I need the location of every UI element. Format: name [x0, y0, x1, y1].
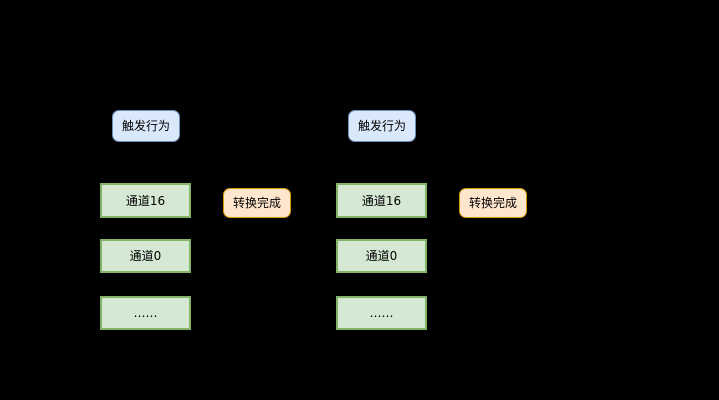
conversion-complete-box: 转换完成 [459, 188, 527, 218]
diagram-group-left: 触发行为 通道16 通道0 …… 转换完成 [0, 0, 292, 400]
channel-ellipsis-box: …… [100, 296, 191, 330]
channel-0-box: 通道0 [100, 239, 191, 273]
channel-16-box: 通道16 [336, 183, 427, 218]
channel-16-box: 通道16 [100, 183, 191, 218]
channel-ellipsis-box: …… [336, 296, 427, 330]
conversion-complete-box: 转换完成 [223, 188, 291, 218]
diagram-group-right: 触发行为 通道16 通道0 …… 转换完成 [236, 0, 528, 400]
channel-0-box: 通道0 [336, 239, 427, 273]
trigger-behavior-box: 触发行为 [112, 110, 180, 142]
trigger-behavior-box: 触发行为 [348, 110, 416, 142]
